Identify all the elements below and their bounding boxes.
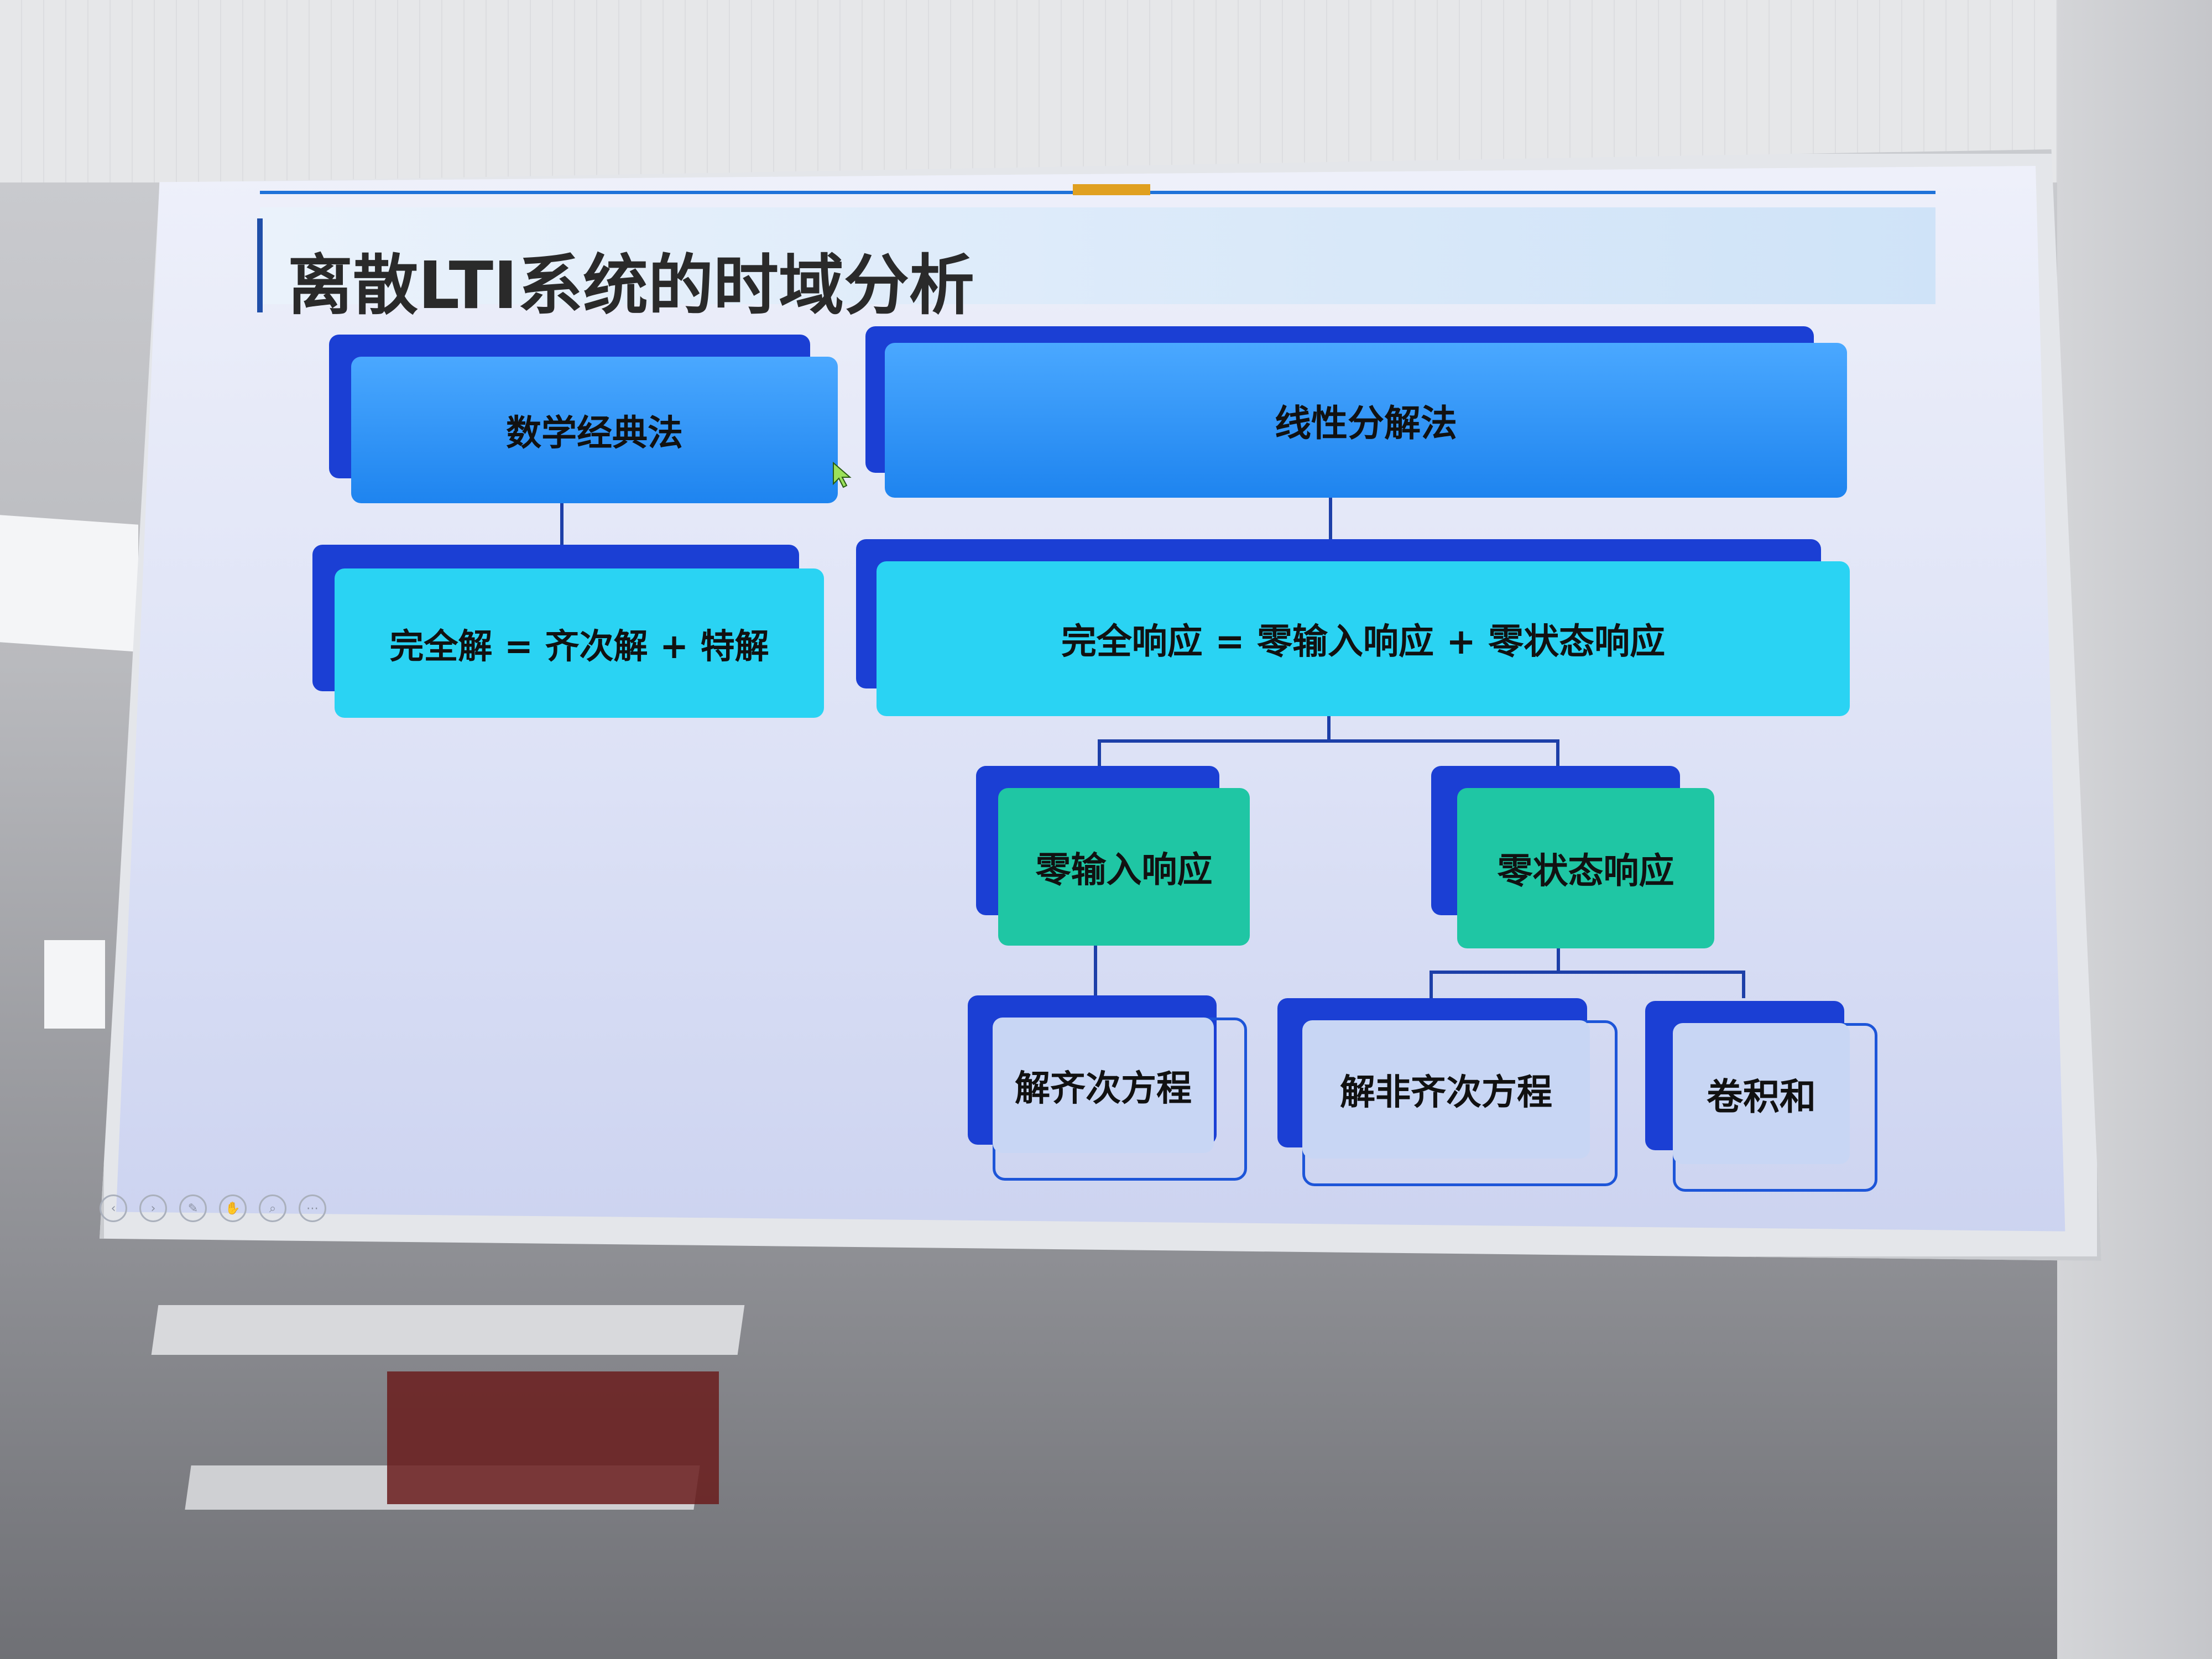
pen-icon[interactable]: ✎ — [179, 1194, 207, 1222]
connector-line — [1557, 948, 1560, 973]
presenter-toolbar: ‹ › ✎ ✋ ⌕ ⋯ — [100, 1194, 332, 1222]
ceiling-light — [151, 1305, 745, 1355]
more-icon[interactable]: ⋯ — [299, 1194, 326, 1222]
solve-homogeneous-box: 解齐次方程 — [993, 1018, 1214, 1153]
connector-line — [560, 500, 564, 545]
connector-line — [1098, 739, 1559, 743]
title-marker — [257, 218, 263, 312]
linear-decomposition-box: 线性分解法 — [885, 343, 1847, 498]
solve-nonhomogeneous-box: 解非齐次方程 — [1302, 1020, 1590, 1159]
connector-line — [1329, 498, 1332, 542]
mouse-cursor-icon — [833, 462, 852, 488]
connector-line — [1098, 739, 1101, 767]
connector-line — [1742, 971, 1745, 998]
convolution-sum-box: 卷积和 — [1673, 1023, 1850, 1164]
slide-header-logo — [1073, 184, 1150, 195]
zero-state-response-box: 零状态响应 — [1457, 788, 1714, 948]
complete-response-equation: 完全响应 = 零输入响应 + 零状态响应 — [877, 561, 1850, 716]
title-bar — [260, 207, 1936, 304]
back-icon[interactable]: ‹ — [100, 1194, 127, 1222]
connector-line — [1094, 946, 1097, 995]
connector-line — [1430, 971, 1745, 974]
tv-brand-logo — [995, 1234, 1062, 1245]
classical-method-box: 数学经典法 — [351, 357, 838, 503]
zero-input-response-box: 零输入响应 — [998, 788, 1250, 946]
slide-title: 离散LTI系统的时域分析 — [288, 247, 975, 324]
ceiling — [0, 0, 2212, 182]
connector-line — [1327, 716, 1331, 741]
wall — [2057, 0, 2212, 1659]
connector-line — [1430, 971, 1433, 998]
complete-solution-equation: 完全解 = 齐次解 + 特解 — [335, 568, 824, 718]
ceiling-light — [44, 940, 105, 1029]
exit-sign — [387, 1371, 719, 1504]
ceiling-light — [0, 515, 138, 652]
zoom-icon[interactable]: ⌕ — [259, 1194, 286, 1222]
connector-line — [1556, 739, 1559, 767]
hand-icon[interactable]: ✋ — [219, 1194, 247, 1222]
forward-icon[interactable]: › — [139, 1194, 167, 1222]
